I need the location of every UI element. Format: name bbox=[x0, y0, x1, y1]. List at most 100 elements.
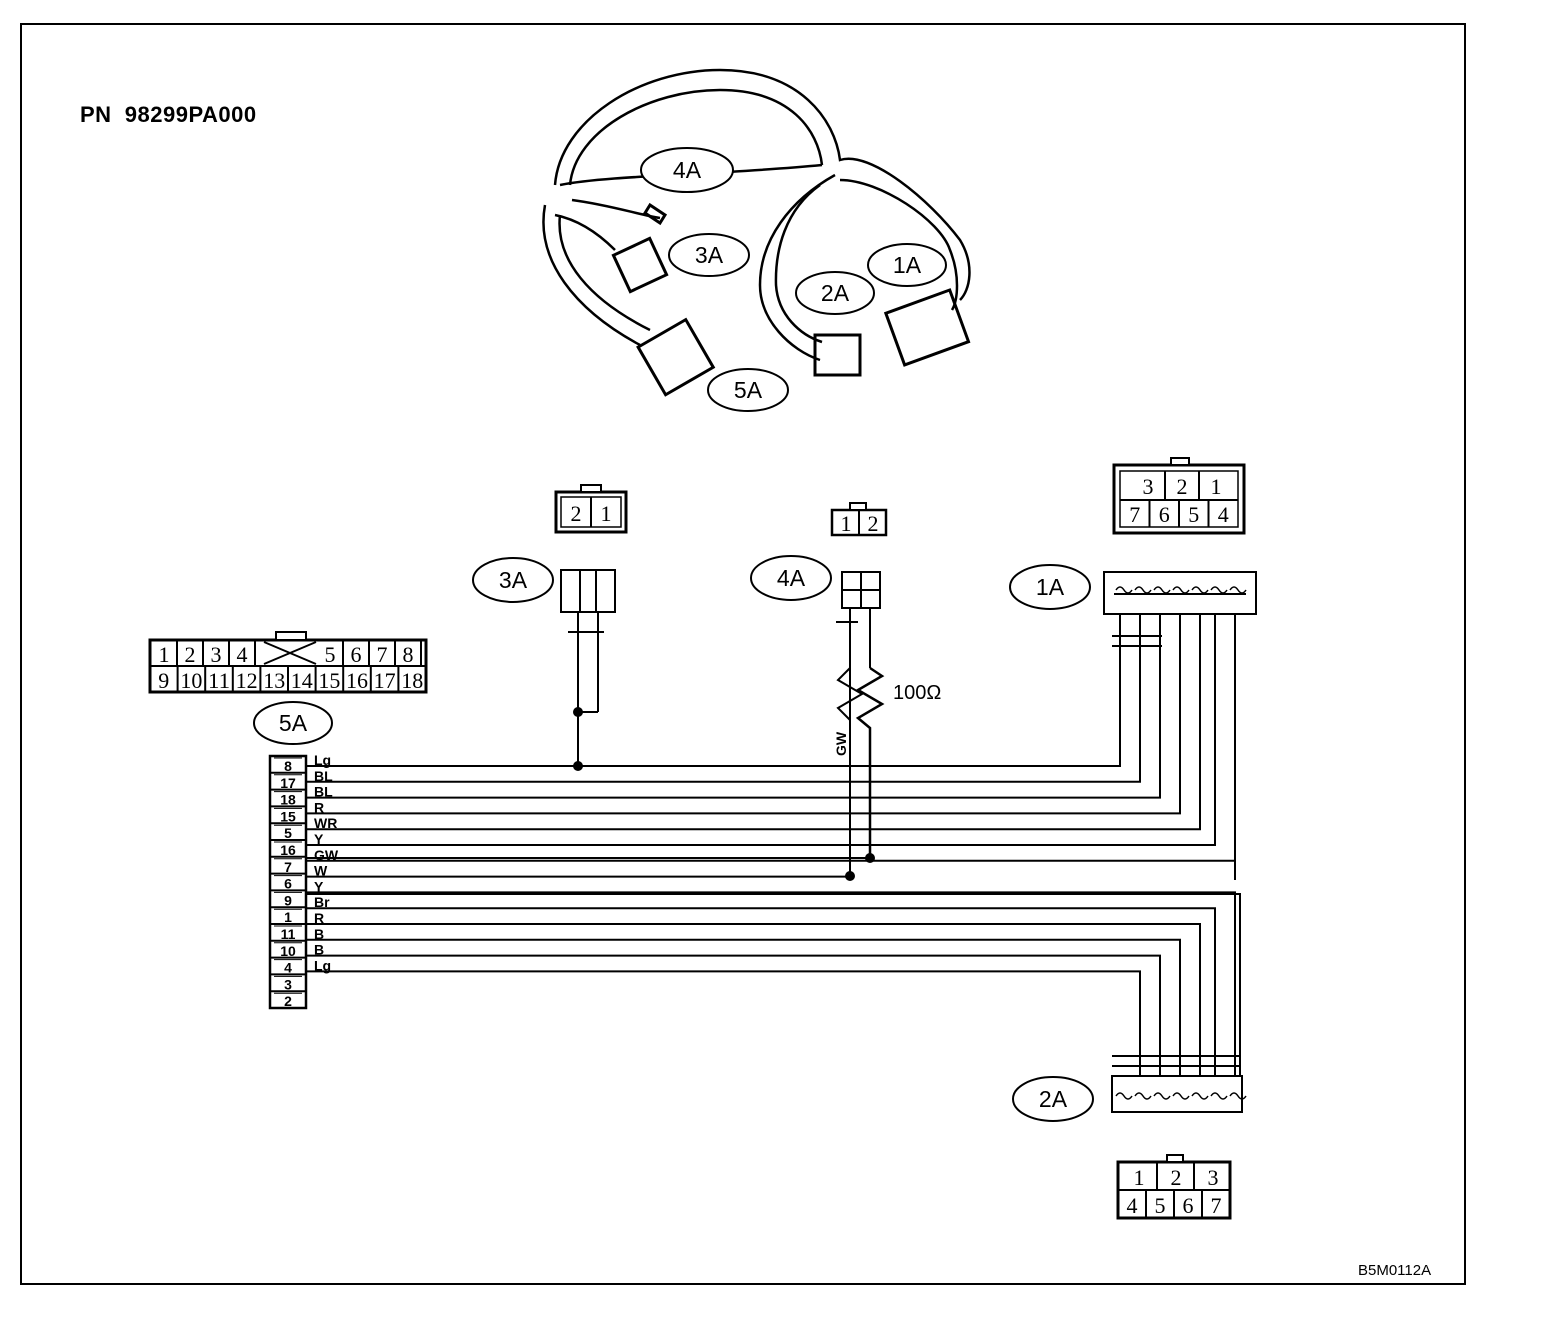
svg-text:2A: 2A bbox=[1039, 1086, 1068, 1112]
svg-text:1: 1 bbox=[601, 501, 612, 526]
pin-5a-row: 7 bbox=[284, 859, 292, 875]
wire-color-label: B bbox=[314, 942, 324, 958]
resistor: 100Ω GW bbox=[833, 666, 941, 858]
pin-5a-row: 10 bbox=[280, 943, 296, 959]
svg-text:1A: 1A bbox=[1036, 574, 1065, 600]
pin-5a-row: 11 bbox=[281, 926, 296, 942]
resistor-wire-color: GW bbox=[833, 731, 849, 756]
svg-text:2: 2 bbox=[868, 511, 879, 536]
svg-text:1: 1 bbox=[841, 511, 852, 536]
pin-5a-row: 9 bbox=[284, 892, 292, 908]
pin-5a-row: 5 bbox=[284, 825, 292, 841]
terminal-symbol bbox=[1172, 1092, 1190, 1100]
pin-5a-row: 4 bbox=[284, 960, 292, 976]
terminal-symbol bbox=[1229, 1092, 1247, 1100]
pin-1a-bottom: 6 bbox=[1159, 502, 1170, 527]
pin-1a-bottom: 4 bbox=[1218, 502, 1229, 527]
terminal-symbol bbox=[1134, 586, 1152, 594]
svg-text:2A: 2A bbox=[821, 280, 850, 306]
pin-1a-top: 2 bbox=[1177, 474, 1188, 499]
part-number: PN 98299PA000 bbox=[80, 102, 257, 127]
svg-text:5A: 5A bbox=[279, 710, 308, 736]
wire-color-label: Br bbox=[314, 894, 330, 910]
callout-3a: 3A bbox=[668, 233, 750, 277]
pin-5a-row: 6 bbox=[284, 876, 292, 892]
pin-5a-bottom: 18 bbox=[401, 668, 423, 693]
pin-2a-bottom: 5 bbox=[1155, 1193, 1166, 1218]
pin-5a-bottom: 12 bbox=[236, 668, 258, 693]
bus-wires bbox=[306, 614, 1241, 1076]
pin-2a-bottom: 6 bbox=[1183, 1193, 1194, 1218]
svg-text:2: 2 bbox=[571, 501, 582, 526]
wire-color-label: BL bbox=[314, 784, 333, 800]
pin-5a-row: 16 bbox=[280, 842, 296, 858]
terminal-symbol bbox=[1115, 1092, 1133, 1100]
pin-5a-bottom: 17 bbox=[374, 668, 396, 693]
connector-3a-inline bbox=[560, 569, 616, 766]
terminal-symbol bbox=[1153, 586, 1171, 594]
pin-1a-top: 3 bbox=[1143, 474, 1154, 499]
pin-5a-bottom: 14 bbox=[291, 668, 313, 693]
pin-5a-top: 1 bbox=[159, 642, 170, 667]
terminal-symbol bbox=[1153, 1092, 1171, 1100]
pin-5a-row: 17 bbox=[280, 775, 296, 791]
wire-color-label: R bbox=[314, 799, 324, 815]
resistor-value: 100Ω bbox=[893, 682, 941, 704]
terminal-symbol bbox=[1134, 1092, 1152, 1100]
terminal-symbol bbox=[1191, 586, 1209, 594]
label-4a: 4A bbox=[750, 555, 832, 601]
terminal-symbol bbox=[1210, 586, 1228, 594]
pin-5a-top: 7 bbox=[377, 642, 388, 667]
callout-5a: 5A bbox=[707, 368, 789, 412]
pin-5a-top: 6 bbox=[351, 642, 362, 667]
svg-text:3A: 3A bbox=[499, 567, 528, 593]
pin-5a-bottom: 10 bbox=[180, 668, 202, 693]
pin-1a-bottom: 7 bbox=[1129, 502, 1140, 527]
pin-5a-bottom: 13 bbox=[263, 668, 285, 693]
pin-5a-bottom: 9 bbox=[158, 668, 169, 693]
pin-5a-row: 18 bbox=[280, 792, 296, 808]
pin-5a-top: 4 bbox=[237, 642, 248, 667]
terminal-symbol bbox=[1172, 586, 1190, 594]
svg-text:5A: 5A bbox=[734, 377, 763, 403]
connector-2a-inline bbox=[1111, 1055, 1243, 1113]
drawing-code: B5M0112A bbox=[1358, 1262, 1432, 1279]
terminal-symbol bbox=[1115, 586, 1133, 594]
label-1a: 1A bbox=[1009, 564, 1091, 610]
pin-5a-top: 8 bbox=[403, 642, 414, 667]
pin-2a-bottom: 7 bbox=[1211, 1193, 1222, 1218]
harness-illustration bbox=[542, 68, 971, 397]
pin-1a-top: 1 bbox=[1211, 474, 1222, 499]
callout-4a: 4A bbox=[640, 147, 734, 193]
pin-5a-bottom: 16 bbox=[346, 668, 368, 693]
svg-text:3A: 3A bbox=[695, 242, 724, 268]
pin-1a-bottom: 5 bbox=[1188, 502, 1199, 527]
wire-color-label: WR bbox=[314, 815, 337, 831]
pin-5a-row: 15 bbox=[280, 808, 296, 824]
svg-text:4A: 4A bbox=[777, 565, 806, 591]
wire-color-label: W bbox=[314, 863, 328, 879]
terminal-symbol bbox=[1229, 586, 1247, 594]
wire-color-label: Lg bbox=[314, 752, 331, 768]
pin-5a-bottom: 11 bbox=[208, 668, 230, 693]
label-5a: 5A bbox=[253, 701, 333, 745]
pin-5a-top: 5 bbox=[325, 642, 336, 667]
wire-color-label: Y bbox=[314, 831, 324, 847]
junction-dot bbox=[573, 707, 583, 717]
callout-1a: 1A bbox=[867, 243, 947, 287]
wire-color-label: R bbox=[314, 910, 324, 926]
wire-color-label: BL bbox=[314, 768, 333, 784]
terminal-symbol bbox=[1210, 1092, 1228, 1100]
junction-dot bbox=[845, 871, 855, 881]
wire-color-label: B bbox=[314, 926, 324, 942]
label-3a: 3A bbox=[472, 557, 554, 603]
pin-5a-top: 2 bbox=[185, 642, 196, 667]
inline-connector-symbols bbox=[306, 586, 1247, 1100]
wire-color-label: Lg bbox=[314, 957, 331, 973]
svg-text:4A: 4A bbox=[673, 157, 702, 183]
